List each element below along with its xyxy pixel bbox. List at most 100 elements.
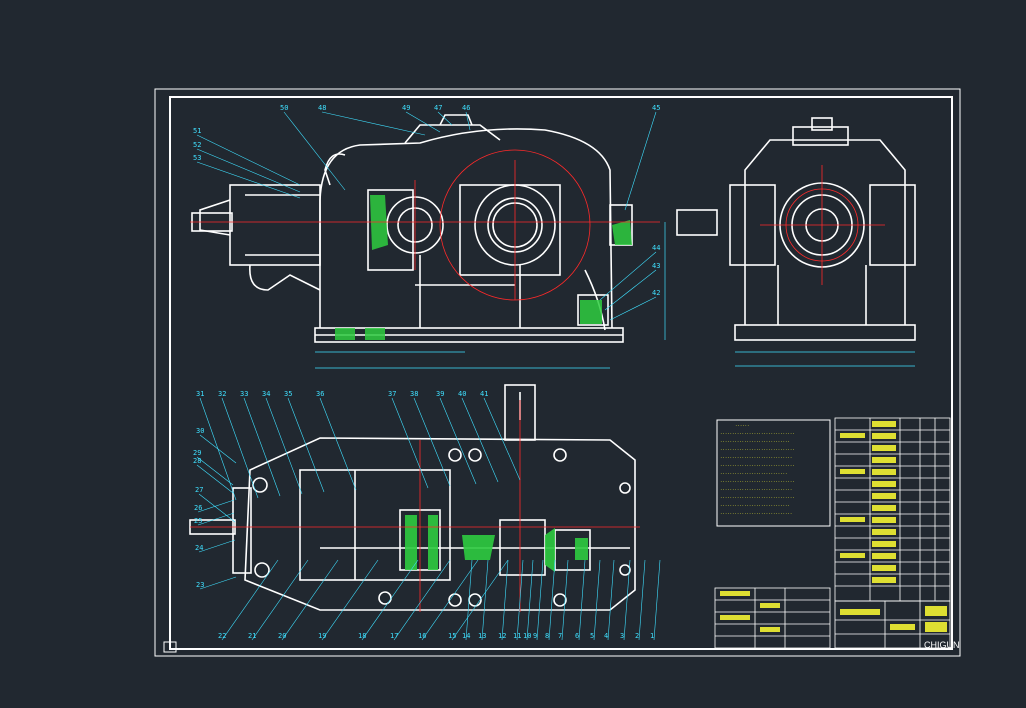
callout-29: 29	[193, 449, 201, 457]
svg-text:.............................: .............................	[720, 438, 790, 443]
svg-text:............................: ............................	[720, 470, 787, 475]
leader-line-27	[198, 493, 236, 523]
leader-line-48	[321, 111, 426, 136]
leader-line-53	[196, 161, 301, 199]
callout-33: 33	[240, 390, 248, 398]
callout-21: 21	[248, 632, 256, 640]
callout-1: 1	[650, 632, 654, 640]
svg-text:..............................: ...............................	[720, 446, 795, 451]
leader-line-8	[548, 559, 556, 641]
plan-view	[189, 384, 636, 611]
svg-text:..............................: ...............................	[720, 478, 795, 483]
leader-line-15	[451, 559, 509, 641]
leader-line-4	[607, 559, 615, 641]
svg-text:..............................: ...............................	[720, 430, 795, 435]
svg-text:..............................: ..............................	[720, 510, 792, 515]
leader-line-24	[198, 539, 236, 553]
side-view-centerlines	[760, 165, 885, 285]
front-view	[191, 114, 633, 343]
side-view-dimensions	[735, 351, 915, 367]
parts-list	[714, 417, 951, 649]
callout-38: 38	[410, 390, 418, 398]
callout-42: 42	[652, 289, 660, 297]
callout-45: 45	[652, 104, 660, 112]
leader-line-6	[578, 559, 586, 641]
front-view-dimensions	[315, 222, 666, 369]
callout-8: 8	[545, 632, 549, 640]
leader-line-52	[196, 148, 301, 193]
leader-line-30	[199, 434, 237, 464]
callout-25: 25	[194, 517, 202, 525]
callout-48: 48	[318, 104, 326, 112]
callout-26: 26	[194, 504, 202, 512]
callout-27: 27	[195, 486, 203, 494]
svg-text:..............................: ...............................	[720, 494, 795, 499]
callout-37: 37	[388, 390, 396, 398]
callout-43: 43	[652, 262, 660, 270]
callout-17: 17	[390, 632, 398, 640]
drawing-number: CHIGUN	[924, 640, 960, 650]
leader-line-45	[624, 111, 657, 211]
corner-marker	[163, 641, 177, 653]
callout-23: 23	[196, 581, 204, 589]
callout-9: 9	[533, 632, 537, 640]
callout-19: 19	[318, 632, 326, 640]
leader-line-37	[391, 397, 429, 489]
callout-34: 34	[262, 390, 270, 398]
leader-line-29	[196, 456, 234, 486]
callout-24: 24	[195, 544, 203, 552]
leader-line-10	[526, 559, 534, 641]
sheet-outer-border	[154, 88, 961, 657]
leader-line-38	[413, 397, 451, 487]
leader-line-47	[437, 111, 453, 126]
leader-line-50	[283, 111, 346, 191]
leader-line-12	[501, 559, 509, 641]
callout-36: 36	[316, 390, 324, 398]
leader-line-19	[321, 559, 379, 641]
svg-text:..............................: ..............................	[720, 454, 792, 459]
callout-50: 50	[280, 104, 288, 112]
leader-line-42	[609, 296, 657, 321]
callout-5: 5	[590, 632, 594, 640]
leader-line-39	[439, 397, 477, 485]
callout-7: 7	[558, 632, 562, 640]
callout-31: 31	[196, 390, 204, 398]
callout-15: 15	[448, 632, 456, 640]
leader-line-3	[623, 559, 631, 641]
callout-32: 32	[218, 390, 226, 398]
svg-text:..............................: ..............................	[720, 486, 792, 491]
leader-line-13	[481, 559, 489, 641]
leader-line-22	[221, 559, 279, 641]
leader-line-40	[461, 397, 499, 483]
callout-2: 2	[635, 632, 639, 640]
callout-49: 49	[402, 104, 410, 112]
leader-line-7	[561, 559, 569, 641]
callout-4: 4	[604, 632, 608, 640]
callout-3: 3	[620, 632, 624, 640]
callout-46: 46	[462, 104, 470, 112]
leader-line-26	[197, 499, 235, 513]
front-view-hatch	[335, 195, 632, 340]
callout-22: 22	[218, 632, 226, 640]
leader-line-23	[199, 576, 237, 590]
technical-notes: ...... ............................... .…	[716, 419, 831, 527]
leader-line-36	[319, 397, 357, 491]
leader-line-17	[393, 559, 451, 641]
side-view	[676, 117, 916, 341]
leader-line-41	[483, 397, 521, 481]
leader-line-35	[287, 397, 325, 493]
leader-line-33	[243, 397, 281, 497]
leader-line-16	[421, 559, 479, 641]
leader-line-11	[516, 559, 524, 641]
callout-53: 53	[193, 154, 201, 162]
svg-text:..............................: ...............................	[720, 462, 795, 467]
leader-line-32	[221, 397, 259, 499]
leader-line-1	[653, 559, 661, 641]
callout-16: 16	[418, 632, 426, 640]
callout-18: 18	[358, 632, 366, 640]
svg-text:......: ......	[735, 422, 749, 427]
plan-view-hatch	[405, 515, 588, 572]
leader-line-14	[465, 559, 473, 641]
callout-28: 28	[193, 457, 201, 465]
